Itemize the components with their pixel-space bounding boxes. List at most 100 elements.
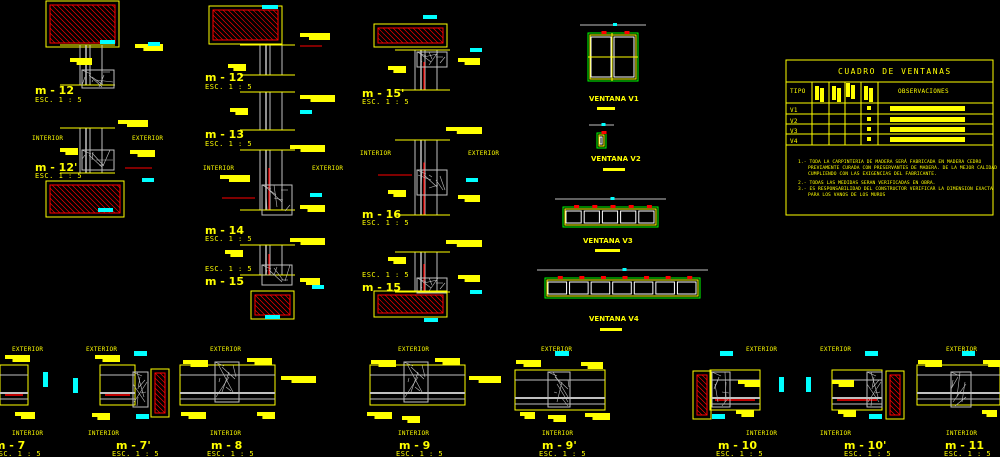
hatch-line — [49, 207, 56, 214]
dimension-value — [73, 378, 78, 393]
masonry-crack — [273, 184, 278, 208]
masonry-crack — [714, 383, 719, 403]
hatch-line — [154, 382, 166, 394]
annotation-text-block — [838, 410, 856, 414]
annotation-text-block — [220, 175, 250, 179]
window-tag — [646, 205, 652, 208]
dimension-value — [98, 208, 113, 212]
masonry-crack — [417, 174, 432, 181]
hatch-line — [404, 294, 424, 314]
hatch-line — [701, 374, 708, 381]
hatch-line — [212, 9, 244, 41]
masonry-block — [403, 361, 429, 403]
hatch-line — [154, 387, 166, 399]
detail-scale: ESC. 1 : 5 — [205, 83, 253, 91]
detail-mark: m - 14 — [205, 224, 244, 237]
interior-label: INTERIOR — [88, 430, 120, 437]
annotation-text-block — [469, 376, 501, 380]
masonry-crack — [91, 152, 104, 166]
annotation-text-block — [393, 70, 406, 73]
interior-label: INTERIOR — [32, 135, 64, 142]
window-pane — [620, 210, 637, 224]
window-tag — [687, 276, 693, 279]
annotation-text-block — [254, 362, 272, 365]
masonry-crack — [91, 79, 94, 83]
detail-scale: ESC. 1 : 5 — [716, 450, 764, 457]
exterior-label: EXTERIOR — [210, 346, 242, 353]
hatch-line — [402, 27, 419, 44]
dimension-value — [712, 414, 725, 419]
hatch-line — [889, 384, 901, 396]
masonry-crack — [98, 74, 105, 88]
masonry-crack — [417, 51, 432, 63]
annotation-text-block — [744, 384, 760, 387]
annotation-text-block — [523, 364, 541, 367]
schedule-col-tipo: TIPO — [790, 88, 806, 95]
masonry-crack — [265, 193, 268, 211]
hatch-line — [889, 394, 901, 406]
lintel-outline — [150, 368, 170, 418]
window-v2-sash — [598, 134, 605, 147]
interior-label: INTERIOR — [746, 430, 778, 437]
schedule-row-type: V3 — [790, 128, 798, 135]
hatch-line — [49, 192, 71, 214]
hatch-line — [106, 4, 116, 14]
masonry-crack — [132, 383, 146, 403]
hatch-line — [696, 399, 708, 411]
hatch-line — [111, 184, 121, 194]
dimension-value — [869, 414, 882, 419]
masonry-crack — [137, 376, 141, 390]
hatch-line — [212, 34, 219, 41]
masonry-crack — [136, 371, 145, 398]
interior-label: INTERIOR — [12, 430, 44, 437]
hatch-line — [237, 9, 269, 41]
window-pane — [599, 136, 603, 145]
window-tag — [628, 205, 634, 208]
dimension-value — [43, 372, 48, 387]
hatch-line — [252, 9, 279, 36]
annotation-text-block — [230, 254, 243, 257]
exterior-label: EXTERIOR — [132, 135, 164, 142]
annotation-text-block — [92, 413, 110, 417]
annotation-text-block — [97, 417, 110, 420]
hatch-line — [91, 184, 121, 214]
hatch-line — [212, 24, 229, 41]
hatch-section — [49, 4, 116, 44]
masonry-crack — [428, 51, 439, 66]
annotation-text-block — [143, 48, 163, 51]
detail-scale: ESC. 1 : 5 — [205, 140, 253, 148]
hatch-line — [49, 12, 81, 44]
hatch-line — [66, 4, 106, 44]
masonry-crack — [214, 361, 225, 367]
masonry-crack — [416, 169, 427, 175]
window-v4-sash — [546, 279, 699, 297]
annotation-text-block — [458, 58, 480, 62]
hatch-line — [254, 304, 266, 316]
masonry-crack — [81, 69, 92, 75]
hatch-line — [49, 32, 61, 44]
dimension-value — [622, 268, 627, 271]
hatch-line — [889, 389, 901, 401]
hatch-line — [696, 409, 703, 416]
lintel-outline — [45, 180, 125, 218]
annotation-text-block — [367, 412, 392, 416]
annotation-text-block — [257, 412, 275, 416]
detail-mark: m - 12 — [205, 71, 244, 84]
dimension-value — [262, 5, 278, 9]
window-pane — [565, 210, 582, 224]
masonry-crack — [417, 277, 432, 289]
masonry-crack — [215, 376, 230, 398]
annotation-text-block — [738, 380, 760, 384]
hatch-line — [272, 9, 279, 16]
dimension-value — [865, 351, 878, 356]
annotation-text-block — [228, 64, 246, 68]
window-jamb-section — [99, 364, 136, 406]
masonry-crack — [261, 264, 272, 270]
masonry-crack — [273, 197, 284, 201]
masonry-crack — [406, 363, 423, 393]
masonry-crack — [133, 381, 148, 403]
interior-label: INTERIOR — [820, 430, 852, 437]
hatch-line — [222, 9, 254, 41]
window-size-value — [603, 168, 625, 171]
